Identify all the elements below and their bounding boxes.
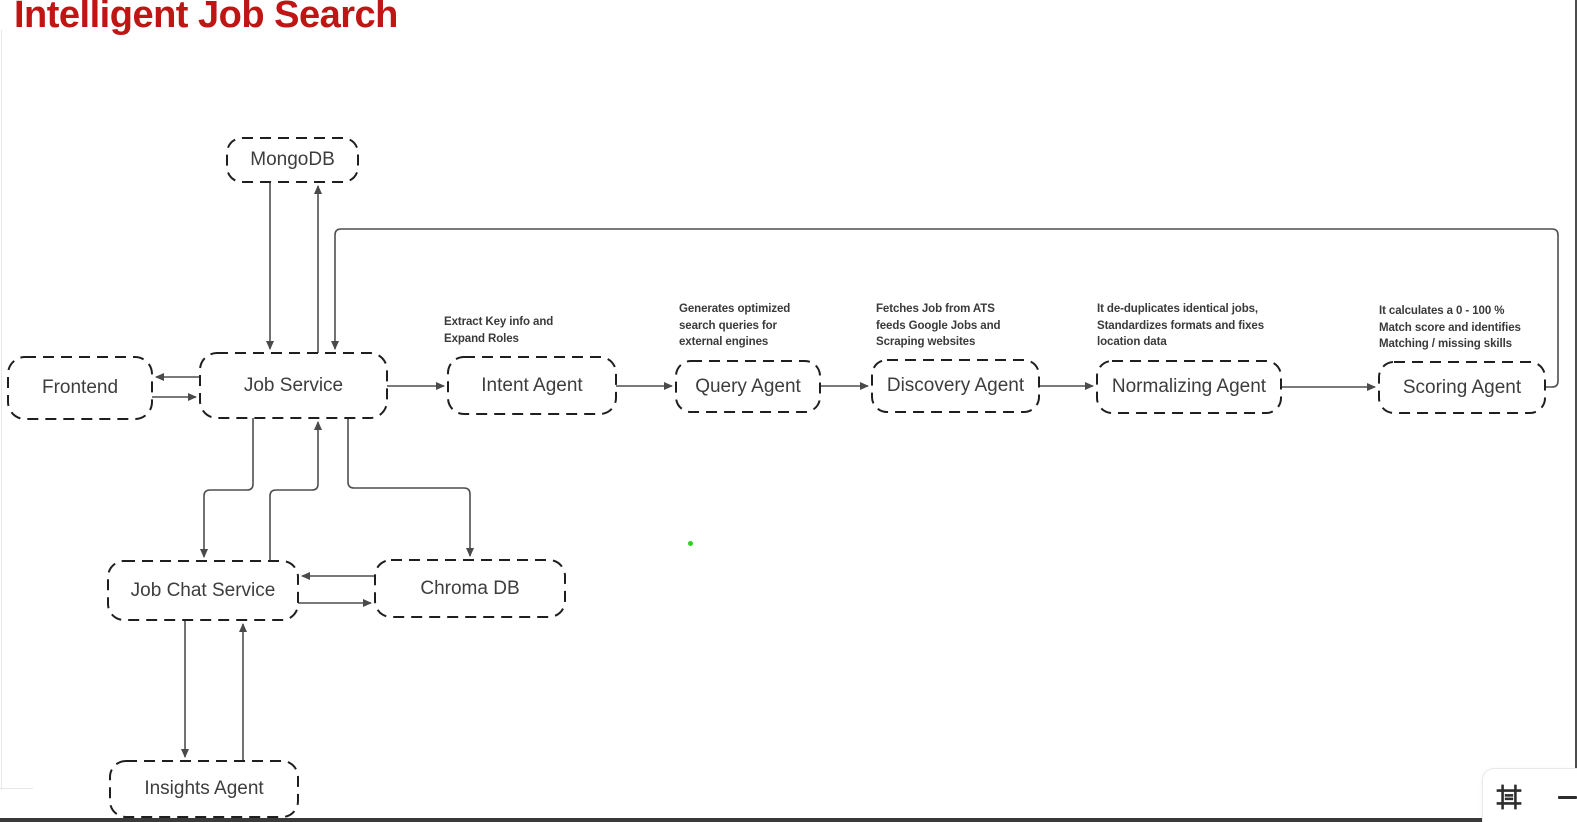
node-query-agent[interactable]: Query Agent: [695, 375, 801, 397]
node-box-query-agent: [675, 360, 821, 413]
window-bottom-border: [0, 818, 1577, 822]
node-scoring-agent[interactable]: Scoring Agent: [1402, 376, 1522, 398]
window-left-border: [1, 30, 2, 790]
stray-dot: [688, 541, 693, 546]
zoom-out-icon: [1557, 795, 1577, 799]
node-intent-agent[interactable]: Intent Agent: [481, 374, 583, 396]
node-insights-agent[interactable]: Insights Agent: [144, 778, 264, 799]
canvas-toolbar: [1482, 768, 1577, 822]
node-box-normalizing-agent: [1096, 360, 1282, 414]
window-left-border-stub: [0, 788, 33, 789]
node-discovery-agent[interactable]: Discovery Agent: [886, 375, 1025, 396]
window-right-border: [1575, 0, 1577, 822]
node-box-mongodb: [226, 137, 359, 183]
frame-tool-button[interactable]: [1493, 781, 1525, 813]
note-discovery-agent[interactable]: Fetches Job from ATS feeds Google Jobs a…: [876, 303, 1001, 348]
node-box-chroma-db: [374, 559, 566, 618]
node-box-scoring-agent: [1378, 361, 1546, 414]
node-box-job-chat-service: [107, 560, 299, 621]
note-normalizing-agent[interactable]: It de-duplicates identical jobs, Standar…: [1097, 303, 1264, 348]
edge-job-chat-to-job-service[interactable]: [269, 421, 322, 561]
node-box-frontend: [7, 356, 153, 420]
edge-job-service-to-chroma[interactable]: [347, 418, 474, 557]
zoom-out-button[interactable]: [1551, 781, 1577, 813]
node-chroma-db[interactable]: Chroma DB: [420, 577, 520, 599]
node-box-discovery-agent: [871, 359, 1040, 413]
frame-icon: [1496, 784, 1522, 810]
node-job-chat-service[interactable]: Job Chat Service: [130, 579, 276, 601]
node-box-job-service: [199, 352, 388, 419]
node-frontend[interactable]: Frontend: [41, 377, 119, 398]
node-box-intent-agent: [447, 356, 617, 415]
note-query-agent[interactable]: Generates optimized search queries for e…: [679, 303, 791, 348]
node-box-insights-agent: [109, 760, 299, 818]
diagram-title[interactable]: Intelligent Job Search: [14, 0, 398, 36]
note-scoring-agent[interactable]: It calculates a 0 - 100 % Match score an…: [1379, 305, 1521, 350]
node-mongodb[interactable]: MongoDB: [250, 149, 335, 170]
node-job-service[interactable]: Job Service: [243, 374, 344, 396]
edge-job-service-to-job-chat[interactable]: [200, 418, 254, 558]
note-intent-agent[interactable]: Extract Key info and Expand Roles: [444, 316, 554, 345]
node-normalizing-agent[interactable]: Normalizing Agent: [1111, 376, 1267, 397]
edge-scoring-agent-to-job-service[interactable]: [331, 228, 1559, 388]
